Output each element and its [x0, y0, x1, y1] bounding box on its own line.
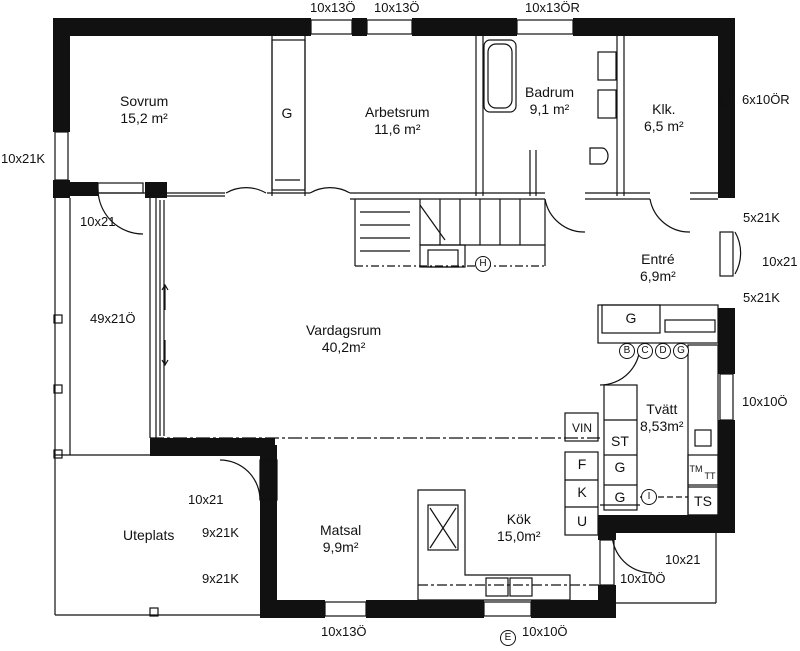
marker-h: H — [475, 256, 491, 272]
fixture-tt: TT — [704, 471, 716, 481]
window-label-sovrum: 10x21K — [1, 151, 46, 166]
fixture-ts: TS — [694, 493, 712, 509]
window-label-ute2: 9x21K — [202, 571, 239, 586]
door-label-tvatt: 10x21 — [665, 552, 701, 567]
marker-d: D — [655, 343, 671, 359]
marker-g: G — [673, 343, 689, 359]
fixture-entre-g: G — [625, 310, 637, 326]
fixture-vin: VIN — [571, 421, 592, 435]
door-label-entre-top: 5x21K — [743, 210, 780, 225]
fixture-st: ST — [611, 433, 629, 449]
room-klk: Klk.6,5 m² — [644, 101, 684, 134]
fixture-kok-g1: G — [614, 459, 626, 475]
window-label-top3: 10x13ÖR — [525, 0, 580, 15]
door-label-entre-bottom: 5x21K — [743, 290, 780, 305]
window-label-top2: 10x13Ö — [374, 0, 420, 15]
window-label-bottom2: 10x10Ö — [522, 624, 568, 639]
marker-i: I — [641, 489, 657, 505]
fixture-kok-g2: G — [614, 489, 626, 505]
door-label-entre: 10x21 — [762, 254, 798, 269]
window-label-top1: 10x13Ö — [310, 0, 356, 15]
marker-c: C — [637, 343, 653, 359]
window-label-bottom1: 10x13Ö — [321, 624, 367, 639]
door-label-matsal: 10x21 — [188, 492, 224, 507]
marker-e: E — [500, 630, 516, 646]
interior-walls — [53, 19, 742, 617]
window-label-right1: 6x10ÖR — [742, 92, 790, 107]
window-label-right2: 10x10Ö — [742, 394, 788, 409]
door-label-sovrum: 10x21 — [80, 214, 116, 229]
window-label-sliding: 49x21Ö — [90, 311, 136, 326]
fixture-u: U — [576, 513, 588, 529]
fixture-tm: TM — [689, 464, 703, 474]
fixture-wardrobe: G — [281, 105, 293, 121]
exterior-walls — [53, 18, 735, 618]
fixture-k: K — [577, 484, 587, 500]
window-label-bottom3: 10x10Ö — [620, 571, 666, 586]
room-uteplats: Uteplats — [123, 527, 175, 543]
window-label-ute1: 9x21K — [202, 525, 239, 540]
marker-b: B — [619, 343, 635, 359]
fixture-f: F — [577, 456, 587, 472]
